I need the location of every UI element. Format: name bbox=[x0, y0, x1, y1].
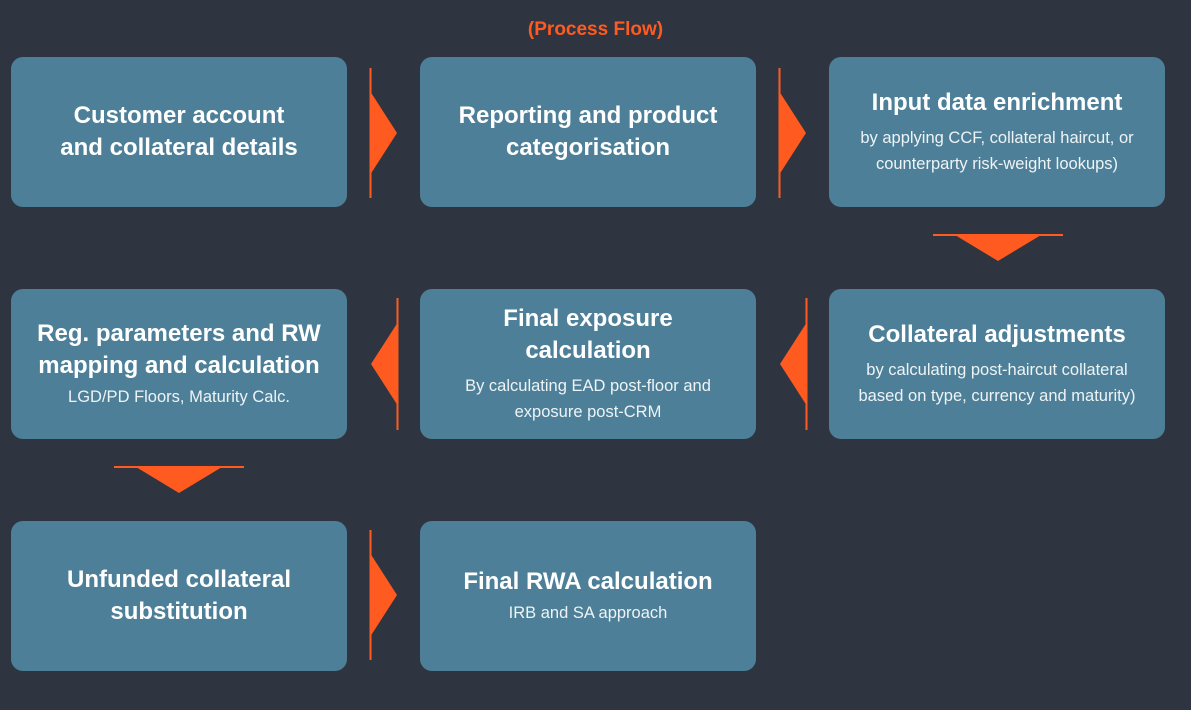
step-description: by applying CCF, collateral haircut, or … bbox=[860, 129, 1134, 173]
diagram-title: (Process Flow) bbox=[527, 19, 664, 40]
arrow-right-icon bbox=[777, 68, 809, 198]
step-heading: Customer account and collateral details bbox=[60, 102, 298, 161]
step-heading: Unfunded collateral substitution bbox=[66, 566, 292, 625]
step-description: by calculating post-haircut collateral b… bbox=[858, 361, 1136, 405]
step-input-data-enrichment: Input data enrichment by applying CCF, c… bbox=[829, 57, 1165, 207]
arrow-down-icon bbox=[114, 465, 244, 495]
step-heading: Input data enrichment bbox=[871, 89, 1123, 116]
arrow-right-icon bbox=[368, 68, 400, 198]
step-heading: Reg. parameters and RW mapping and calcu… bbox=[37, 320, 321, 379]
arrow-down-icon bbox=[933, 233, 1063, 263]
step-description: IRB and SA approach bbox=[508, 604, 668, 622]
step-customer-account: Customer account and collateral details bbox=[11, 57, 347, 207]
step-final-rwa: Final RWA calculation IRB and SA approac… bbox=[420, 521, 756, 671]
step-heading: Reporting and product categorisation bbox=[458, 102, 718, 161]
arrow-right-icon bbox=[368, 530, 400, 660]
step-description: By calculating EAD post-floor and exposu… bbox=[465, 377, 711, 421]
step-unfunded-collateral: Unfunded collateral substitution bbox=[11, 521, 347, 671]
arrow-left-icon bbox=[368, 298, 400, 430]
step-final-exposure: Final exposure calculation By calculatin… bbox=[420, 289, 756, 439]
step-reg-parameters: Reg. parameters and RW mapping and calcu… bbox=[11, 289, 347, 439]
step-collateral-adjustments: Collateral adjustments by calculating po… bbox=[829, 289, 1165, 439]
step-description: LGD/PD Floors, Maturity Calc. bbox=[68, 388, 290, 406]
step-heading: Collateral adjustments bbox=[868, 321, 1126, 348]
arrow-left-icon bbox=[777, 298, 809, 430]
step-heading: Final RWA calculation bbox=[463, 568, 713, 595]
step-heading: Final exposure calculation bbox=[503, 305, 673, 364]
step-reporting-categorisation: Reporting and product categorisation bbox=[420, 57, 756, 207]
